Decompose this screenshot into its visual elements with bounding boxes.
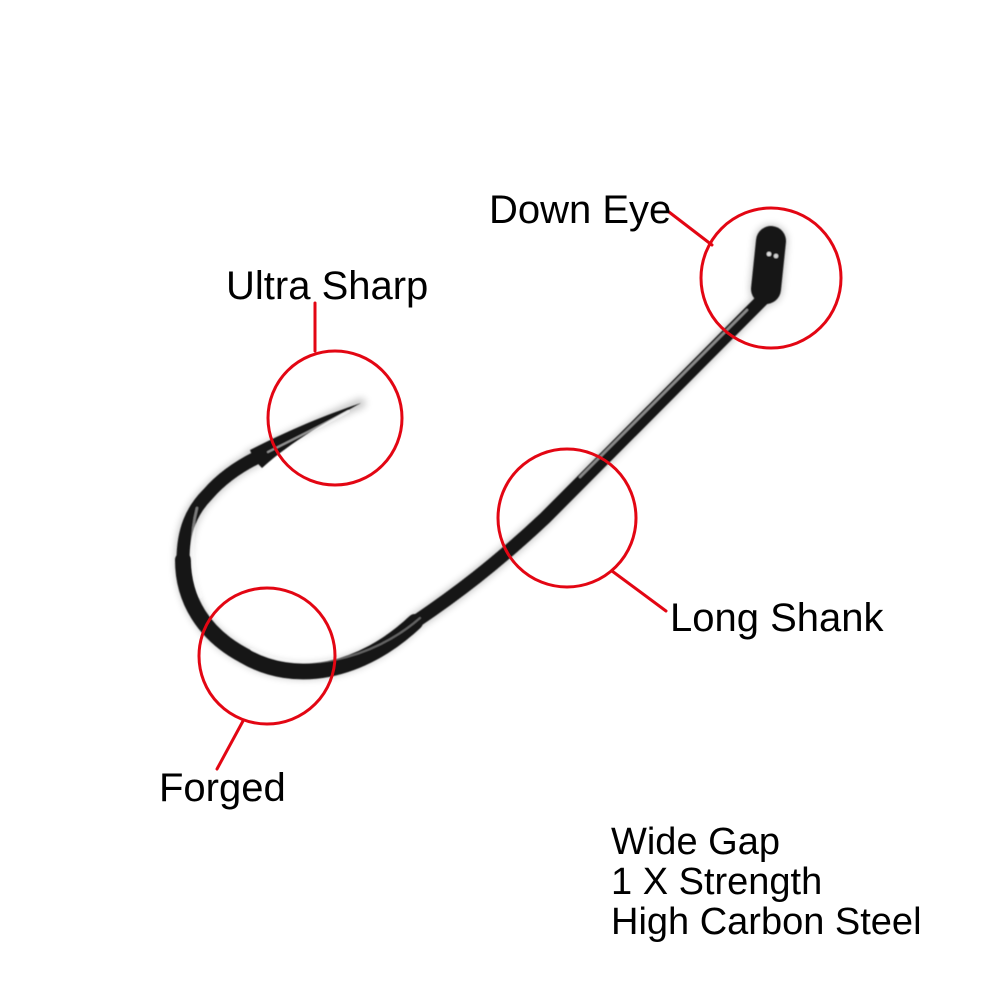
down-eye-circle [699,206,843,350]
long-shank-leader-line [610,569,668,613]
annotations [197,206,843,771]
forged-circle [197,586,337,726]
gloss-shank [578,308,749,479]
gloss-point [267,410,349,453]
long-shank-circle [496,447,638,589]
gloss-bend-left [190,506,202,598]
spec-line-wide-gap: Wide Gap [611,821,780,863]
forged-leader-line [215,719,245,771]
hook-eye [751,226,786,304]
ultra-sharp-circle [266,349,404,487]
down-eye-leader-line [667,210,714,247]
hook-bend-forged [175,552,423,680]
ultra-sharp-label: Ultra Sharp [226,264,429,308]
spec-line-strength: 1 X Strength [611,861,823,903]
spec-line-high-carbon-steel: High Carbon Steel [611,901,922,943]
forged-label: Forged [159,766,286,810]
gloss-eye-speck-1 [766,251,772,257]
down-eye-label: Down Eye [489,188,672,232]
spec-text-block: Wide Gap 1 X Strength High Carbon Steel [611,822,922,942]
long-shank-label: Long Shank [670,596,884,640]
gloss-eye-speck-2 [773,253,779,259]
